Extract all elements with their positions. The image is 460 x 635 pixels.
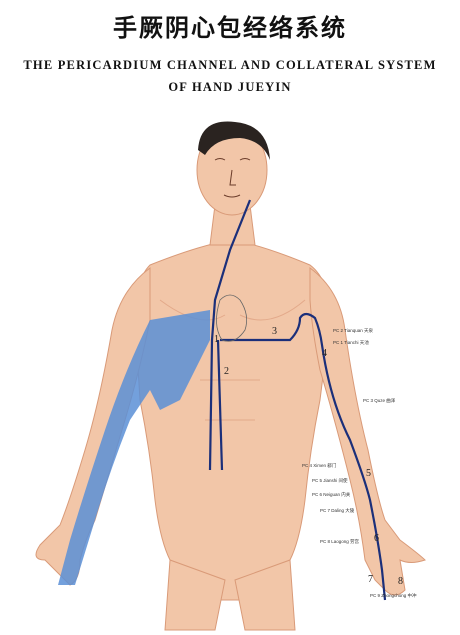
pathway-number-6: 6 xyxy=(374,533,379,544)
point-label-pc8: PC 8 Laogong 劳宫 xyxy=(320,539,360,544)
point-label-pc6: PC 6 Neiguan 内关 xyxy=(312,492,351,497)
pathway-number-4: 4 xyxy=(322,348,327,359)
point-label-pc1: PC 1 Tianchi 天池 xyxy=(333,340,369,345)
pathway-number-3: 3 xyxy=(272,326,277,337)
title-chinese: 手厥阴心包经络系统 xyxy=(113,14,347,42)
channel-pathway xyxy=(208,199,387,601)
point-label-pc9: PC 9 Zhongchong 中冲 xyxy=(370,593,417,598)
point-label-pc7: PC 7 Daling 大陵 xyxy=(320,508,355,513)
point-label-pc4: PC 4 Ximen 郄门 xyxy=(302,463,337,468)
pathway-number-7: 7 xyxy=(368,574,373,585)
body-silhouette xyxy=(35,124,426,631)
point-label-pc3: PC 3 Quze 曲泽 xyxy=(363,398,396,403)
arm-channel-shading xyxy=(58,310,210,585)
title-english-line1: THE PERICARDIUM CHANNEL AND COLLATERAL S… xyxy=(23,58,437,72)
face-details xyxy=(214,158,251,198)
pathway-number-1: 1 xyxy=(214,334,219,345)
pathway-number-8: 8 xyxy=(398,576,403,587)
pathway-number-5: 5 xyxy=(366,468,371,479)
pathway-number-2: 2 xyxy=(224,366,229,377)
hair xyxy=(198,121,270,160)
point-label-pc5: PC 5 Jianshi 间使 xyxy=(312,478,348,483)
heart-outline xyxy=(216,294,248,342)
title-english-line2: OF HAND JUEYIN xyxy=(168,80,292,94)
point-label-pc2: PC 2 Tianquan 天泉 xyxy=(333,328,374,333)
